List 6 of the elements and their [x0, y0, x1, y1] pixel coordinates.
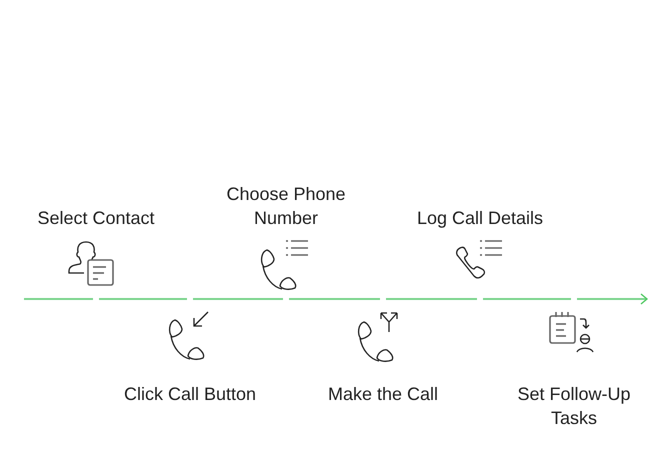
step-label: Choose Phone Number: [225, 183, 347, 230]
step-label: Select Contact: [37, 207, 155, 230]
step-label: Make the Call: [328, 383, 438, 406]
step-label: Click Call Button: [124, 383, 256, 406]
step-label: Set Follow-Up Tasks: [516, 383, 632, 430]
step-label: Log Call Details: [416, 207, 544, 230]
